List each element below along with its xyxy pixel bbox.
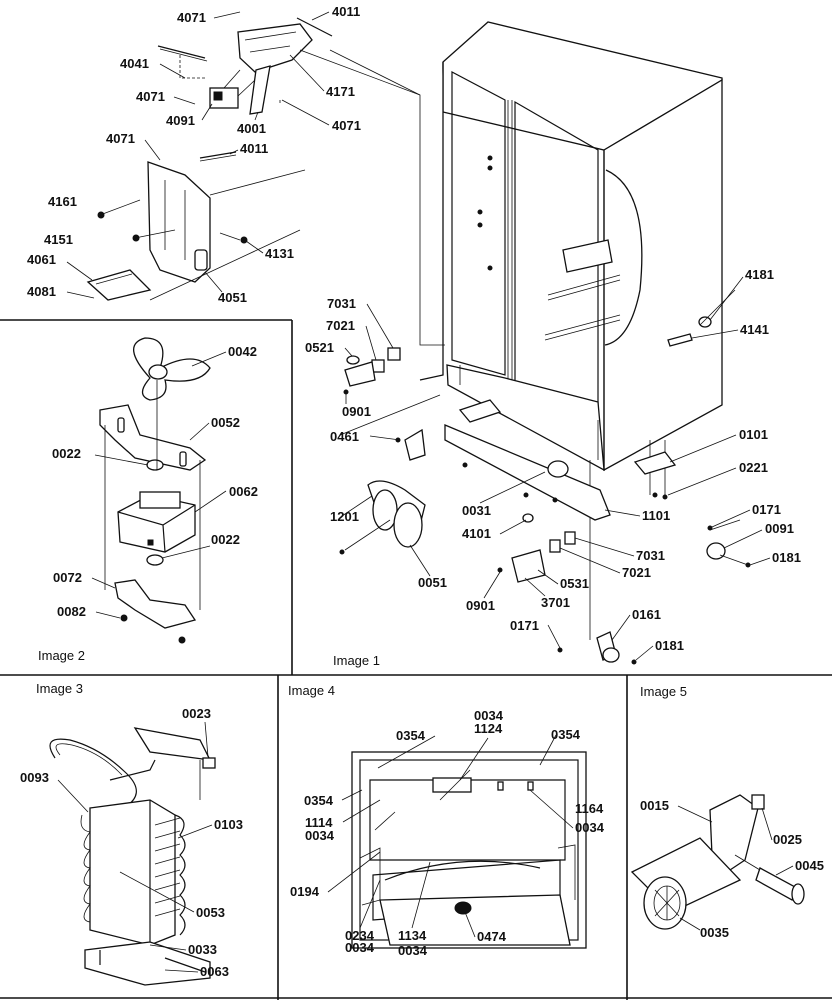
part-label-4071: 4071: [136, 89, 165, 104]
part-label-0034: 0034: [398, 943, 428, 958]
part-label-0521: 0521: [305, 340, 334, 355]
part-label-4101: 4101: [462, 526, 491, 541]
caption-image-4: Image 4: [288, 683, 335, 698]
part-label-0103: 0103: [214, 817, 243, 832]
caption-image-3: Image 3: [36, 681, 83, 696]
part-label-0181: 0181: [772, 550, 801, 565]
part-label-0035: 0035: [700, 925, 729, 940]
part-label-0033: 0033: [188, 942, 217, 957]
part-label-4151: 4151: [44, 232, 73, 247]
part-label-7031: 7031: [327, 296, 356, 311]
part-label-1114: 1114: [305, 815, 333, 830]
part-label-0161: 0161: [632, 607, 661, 622]
part-label-4001: 4001: [237, 121, 266, 136]
part-label-0101: 0101: [739, 427, 768, 442]
part-label-0034: 0034: [474, 708, 504, 723]
part-label-0461: 0461: [330, 429, 359, 444]
part-label-0034: 0034: [575, 820, 605, 835]
part-label-0901: 0901: [342, 404, 371, 419]
part-label-4011: 4011: [332, 4, 360, 19]
caption-image-5: Image 5: [640, 684, 687, 699]
part-label-4131: 4131: [265, 246, 294, 261]
liner-drawing: [351, 751, 587, 949]
part-label-0354: 0354: [396, 728, 426, 743]
leader-lines: [57, 11, 794, 973]
part-label-0194: 0194: [290, 884, 320, 899]
damper-assembly-drawing: [86, 17, 421, 301]
part-label-7021: 7021: [622, 565, 651, 580]
part-label-1101: 1101: [642, 508, 670, 523]
part-label-0082: 0082: [57, 604, 86, 619]
part-label-0531: 0531: [560, 576, 589, 591]
part-label-1134: 1134: [398, 928, 427, 943]
part-label-0221: 0221: [739, 460, 768, 475]
part-label-0015: 0015: [640, 798, 669, 813]
fan-motor-drawing: [94, 337, 211, 644]
part-label-4161: 4161: [48, 194, 77, 209]
part-label-0091: 0091: [765, 521, 794, 536]
part-label-0023: 0023: [182, 706, 211, 721]
caption-image-2: Image 2: [38, 648, 85, 663]
part-label-0052: 0052: [211, 415, 240, 430]
part-label-4091: 4091: [166, 113, 195, 128]
part-label-0234: 0234: [345, 928, 375, 943]
part-label-1164: 1164: [575, 801, 604, 816]
part-label-4081: 4081: [27, 284, 56, 299]
part-label-4041: 4041: [120, 56, 149, 71]
part-label-4051: 4051: [218, 290, 247, 305]
part-label-7021: 7021: [326, 318, 355, 333]
part-label-0053: 0053: [196, 905, 225, 920]
base-parts-drawing: [339, 289, 751, 665]
part-label-0042: 0042: [228, 344, 257, 359]
part-label-0474: 0474: [477, 929, 507, 944]
part-label-0031: 0031: [462, 503, 491, 518]
part-label-0051: 0051: [418, 575, 447, 590]
part-label-7031: 7031: [636, 548, 665, 563]
part-label-0034: 0034: [345, 940, 375, 955]
part-label-0354: 0354: [304, 793, 334, 808]
part-label-0034: 0034: [305, 828, 335, 843]
part-label-0093: 0093: [20, 770, 49, 785]
part-label-0025: 0025: [773, 832, 802, 847]
panel-captions: Image 2 Image 1 Image 3 Image 4 Image 5: [36, 648, 687, 699]
part-label-0022: 0022: [52, 446, 81, 461]
part-label-0171: 0171: [510, 618, 539, 633]
part-label-0181: 0181: [655, 638, 684, 653]
part-label-1124: 1124: [474, 721, 503, 736]
part-label-0072: 0072: [53, 570, 82, 585]
part-labels: 4071 4011 4041 4071 4171 4091 4001 4071 …: [20, 4, 824, 979]
evaporator-drawing: [49, 727, 216, 986]
part-label-4181: 4181: [745, 267, 774, 282]
part-label-4071: 4071: [106, 131, 135, 146]
part-label-0045: 0045: [795, 858, 824, 873]
panel-dividers: [0, 319, 832, 1000]
part-label-0063: 0063: [200, 964, 229, 979]
damper-motor-drawing: [630, 794, 805, 930]
part-label-4171: 4171: [326, 84, 355, 99]
part-label-4061: 4061: [27, 252, 56, 267]
part-label-3701: 3701: [541, 595, 570, 610]
part-label-1201: 1201: [330, 509, 359, 524]
part-label-4071: 4071: [332, 118, 361, 133]
part-label-0022: 0022: [211, 532, 240, 547]
part-label-4011: 4011: [240, 141, 268, 156]
part-label-4071: 4071: [177, 10, 206, 25]
part-label-4141: 4141: [740, 322, 769, 337]
part-label-0171: 0171: [752, 502, 781, 517]
caption-image-1: Image 1: [333, 653, 380, 668]
part-label-0354: 0354: [551, 727, 581, 742]
part-label-0901: 0901: [466, 598, 495, 613]
part-label-0062: 0062: [229, 484, 258, 499]
cabinet-drawing: [329, 21, 723, 640]
